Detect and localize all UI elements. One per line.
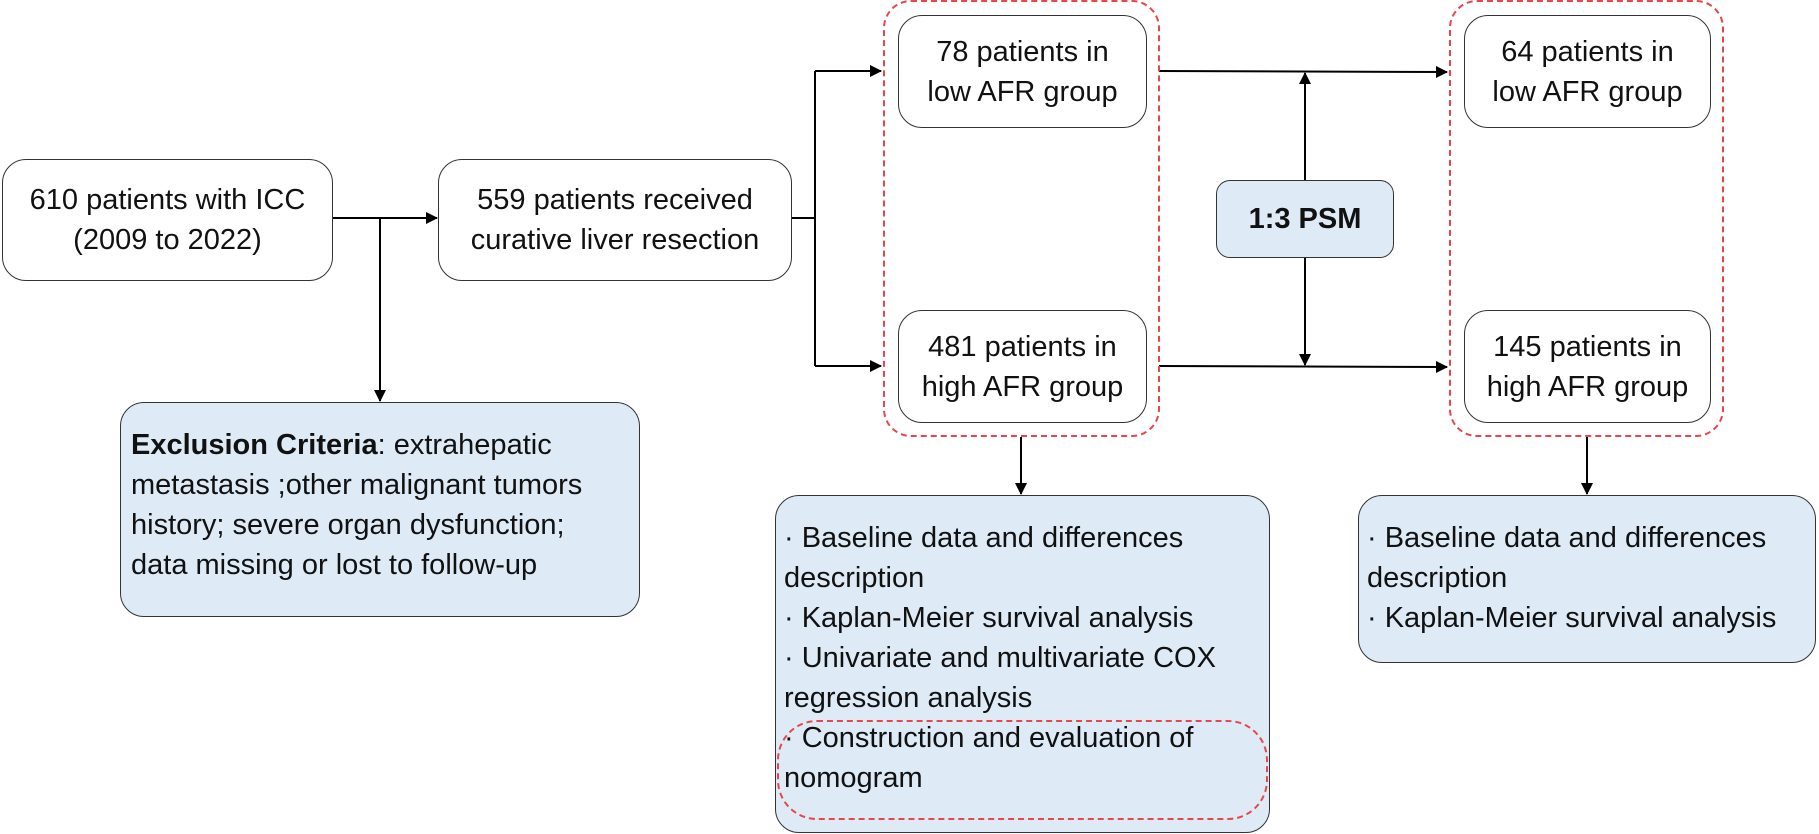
- node-analysis-after-psm: · Baseline data and differences descript…: [1358, 495, 1816, 663]
- exclusion-text-2: metastasis ;other malignant tumors: [131, 469, 583, 501]
- node-high-afr-before: 481 patients in high AFR group: [898, 310, 1147, 423]
- analysis-after-line1: · Baseline data and differences: [1367, 522, 1767, 554]
- high-before-line2: high AFR group: [921, 370, 1124, 403]
- exclusion-title: Exclusion Criteria: [131, 429, 378, 461]
- high-after-line2: high AFR group: [1486, 370, 1689, 403]
- analysis-before-line5: regression analysis: [784, 682, 1033, 714]
- highlight-nomogram: [777, 720, 1268, 820]
- psm-label: 1:3 PSM: [1248, 203, 1362, 235]
- exclusion-line1: Exclusion Criteria: extrahepatic: [131, 425, 552, 465]
- node-low-afr-after: 64 patients in low AFR group: [1464, 15, 1711, 128]
- exclusion-text-1: : extrahepatic: [377, 429, 552, 461]
- node-start: 610 patients with ICC (2009 to 2022): [2, 159, 333, 281]
- node-resection: 559 patients received curative liver res…: [438, 159, 792, 281]
- high-after-line1: 145 patients in: [1493, 330, 1682, 363]
- node-high-afr-after: 145 patients in high AFR group: [1464, 310, 1711, 423]
- analysis-before-line6: · Construction and evaluation of: [784, 722, 1194, 754]
- low-after-line2: low AFR group: [1492, 75, 1683, 108]
- node-resection-line2: curative liver resection: [470, 224, 760, 256]
- arrow-high-before-to-after: [1158, 360, 1448, 373]
- arrow-low-before-to-after: [1158, 65, 1448, 78]
- analysis-after-line2: description: [1367, 562, 1508, 594]
- node-exclusion: Exclusion Criteria: extrahepatic metasta…: [120, 402, 640, 617]
- exclusion-text-4: data missing or lost to follow-up: [131, 549, 538, 581]
- low-before-line1: 78 patients in: [936, 35, 1109, 68]
- node-start-line2: (2009 to 2022): [73, 224, 262, 256]
- node-start-line1: 610 patients with ICC: [29, 184, 306, 216]
- low-after-line1: 64 patients in: [1501, 35, 1674, 68]
- highlight-after-psm-groups: [1449, 0, 1724, 437]
- high-before-line1: 481 patients in: [928, 330, 1117, 363]
- node-low-afr-before: 78 patients in low AFR group: [898, 15, 1147, 128]
- analysis-before-line3: · Kaplan-Meier survival analysis: [784, 602, 1194, 634]
- exclusion-text-3: history; severe organ dysfunction;: [131, 509, 565, 541]
- analysis-after-line3: · Kaplan-Meier survival analysis: [1367, 602, 1777, 634]
- analysis-before-line2: description: [784, 562, 925, 594]
- analysis-before-line1: · Baseline data and differences: [784, 522, 1184, 554]
- node-psm: 1:3 PSM: [1216, 180, 1394, 258]
- node-resection-line1: 559 patients received: [477, 184, 753, 216]
- low-before-line2: low AFR group: [927, 75, 1118, 108]
- analysis-before-line4: · Univariate and multivariate COX: [784, 642, 1216, 674]
- highlight-before-psm-groups: [883, 0, 1160, 437]
